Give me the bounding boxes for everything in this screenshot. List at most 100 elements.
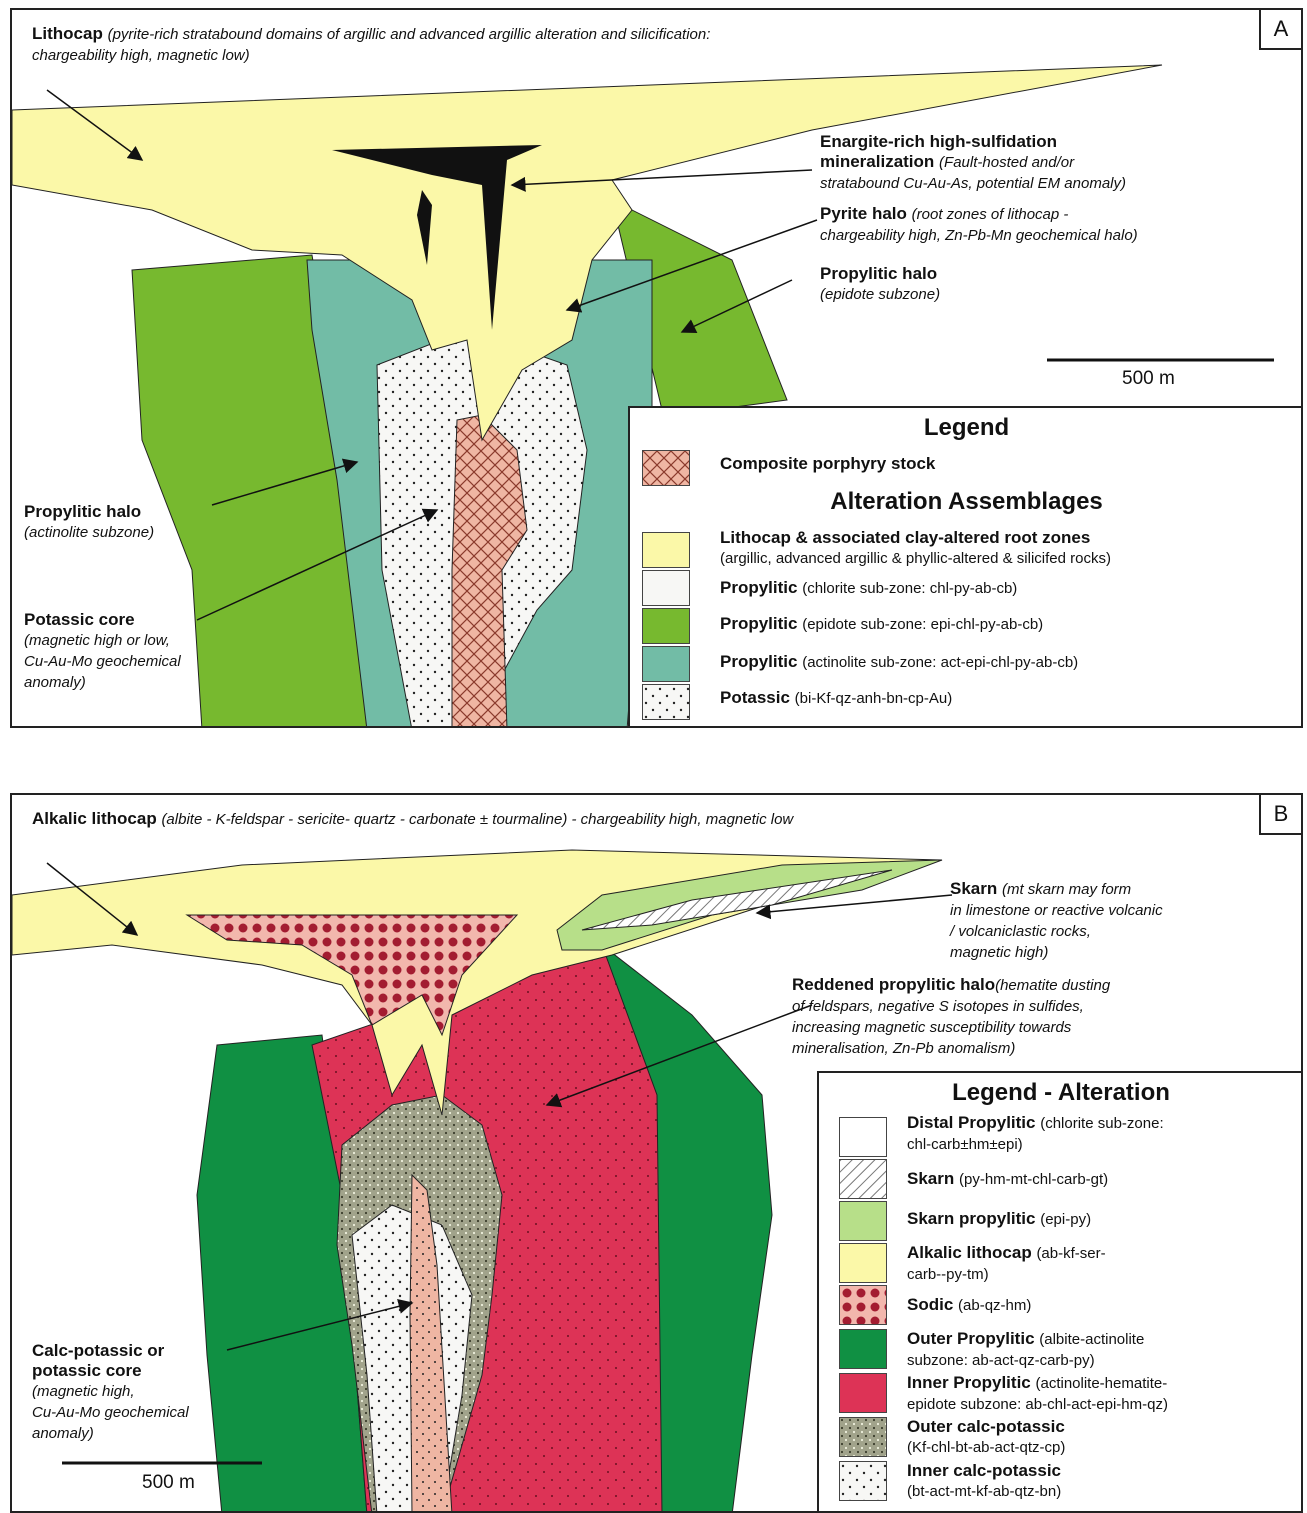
legend-b-row-name: Distal Propylitic xyxy=(907,1113,1035,1132)
legend-b-row-desc2: (Kf-chl-bt-ab-act-qtz-cp) xyxy=(907,1439,1065,1456)
legend-b-row-desc1: (ab-kf-ser- xyxy=(1036,1245,1105,1262)
skarn-desc-1: (mt skarn may form xyxy=(1002,881,1131,898)
core-label: Calc-potassic or potassic core (magnetic… xyxy=(32,1341,282,1444)
legend-b-row-name: Inner calc-potassic xyxy=(907,1461,1061,1480)
legend-b-row-name: Outer calc-potassic xyxy=(907,1417,1065,1436)
reddened-title: Reddened propylitic halo xyxy=(792,975,995,994)
legend-row-name: Propylitic xyxy=(720,652,797,671)
legend-b-row-desc2: (bt-act-mt-kf-ab-qtz-bn) xyxy=(907,1483,1061,1500)
legend-row-name: Propylitic xyxy=(720,578,797,597)
legend-b-row-desc2: subzone: ab-act-qz-carb-py) xyxy=(907,1352,1095,1369)
core-desc-1: (magnetic high, xyxy=(32,1383,135,1400)
swatch-porphyry xyxy=(642,450,690,486)
core-title-1: Calc-potassic or xyxy=(32,1341,164,1360)
scale-label-b: 500 m xyxy=(142,1472,195,1494)
core-title-2: potassic core xyxy=(32,1361,142,1380)
propylitic-halo-desc: (epidote subzone) xyxy=(820,286,940,303)
swatch-skarn xyxy=(839,1159,887,1199)
skarn-desc-2: in limestone or reactive volcanic xyxy=(950,902,1163,919)
legend-row-name: Propylitic xyxy=(720,614,797,633)
skarn-desc-3: / volcaniclastic rocks, xyxy=(950,923,1091,940)
enargite-label: Enargite-rich high-sulfidation mineraliz… xyxy=(820,132,1290,194)
reddened-desc-1: (hematite dusting xyxy=(995,977,1110,994)
potassic-desc-3: anomaly) xyxy=(24,674,86,691)
swatch-outer-calc-potassic xyxy=(839,1417,887,1457)
actinolite-halo-desc: (actinolite subzone) xyxy=(24,524,154,541)
enargite-desc-1: (Fault-hosted and/or xyxy=(939,154,1074,171)
legend-b-row-name: Inner Propylitic xyxy=(907,1373,1031,1392)
legend-b-row-desc1: (ab-qz-hm) xyxy=(958,1297,1031,1314)
pyrite-title: Pyrite halo xyxy=(820,204,907,223)
alkalic-title: Alkalic lithocap xyxy=(32,809,157,828)
legend-porphyry: Composite porphyry stock xyxy=(720,454,935,473)
swatch-inner-propylitic xyxy=(839,1373,887,1413)
reddened-desc-3: increasing magnetic susceptibility towar… xyxy=(792,1019,1071,1036)
enargite-title-1: Enargite-rich high-sulfidation xyxy=(820,132,1057,151)
alkalic-desc: (albite - K-feldspar - sericite- quartz … xyxy=(161,811,793,828)
legend-subtitle: Alteration Assemblages xyxy=(630,488,1303,516)
legend-b-row-desc1: (actinolite-hematite- xyxy=(1035,1375,1167,1392)
skarn-title: Skarn xyxy=(950,879,997,898)
legend-b-row-name: Alkalic lithocap xyxy=(907,1243,1032,1262)
swatch-epidote xyxy=(642,608,690,644)
scale-label: 500 m xyxy=(1122,368,1175,390)
skarn-desc-4: magnetic high) xyxy=(950,944,1048,961)
legend-b-row-desc1: (epi-py) xyxy=(1040,1211,1091,1228)
legend-b-row-desc2: carb--py-tm) xyxy=(907,1266,989,1283)
skarn-label: Skarn (mt skarn may form in limestone or… xyxy=(950,879,1270,963)
swatch-potassic xyxy=(642,684,690,720)
swatch-alkalic-lithocap xyxy=(839,1243,887,1283)
enargite-desc-2: stratabound Cu-Au-As, potential EM anoma… xyxy=(820,175,1126,192)
legend-b-row-name: Skarn xyxy=(907,1169,954,1188)
potassic-core-label: Potassic core (magnetic high or low, Cu-… xyxy=(24,610,284,693)
lithocap-desc-2: chargeability high, magnetic low) xyxy=(32,47,250,64)
swatch-inner-calc-potassic xyxy=(839,1461,887,1501)
swatch-sodic xyxy=(839,1285,887,1325)
pyrite-desc-1: (root zones of lithocap - xyxy=(912,206,1069,223)
legend-b-row-name: Sodic xyxy=(907,1295,953,1314)
legend-panel-b: Legend - Alteration Distal Propylitic (c… xyxy=(817,1071,1303,1513)
propylitic-halo-title: Propylitic halo xyxy=(820,264,937,283)
actinolite-halo-title: Propylitic halo xyxy=(24,502,141,521)
swatch-chlorite xyxy=(642,570,690,606)
pyrite-desc-2: chargeability high, Zn-Pb-Mn geochemical… xyxy=(820,227,1138,244)
legend-row-desc: (actinolite sub-zone: act-epi-chl-py-ab-… xyxy=(802,654,1078,671)
panel-b: B Alkalic lithocap (albite - K-feldspar … xyxy=(10,793,1303,1513)
legend-row-desc: (bi-Kf-qz-anh-bn-cp-Au) xyxy=(795,690,953,707)
legend-panel-a: Legend Composite porphyry stock Alterati… xyxy=(628,406,1303,728)
legend-b-row-desc1: (albite-actinolite xyxy=(1039,1331,1144,1348)
potassic-desc-1: (magnetic high or low, xyxy=(24,632,170,649)
legend-row-name: Lithocap & associated clay-altered root … xyxy=(720,528,1090,547)
swatch-skarn-propylitic xyxy=(839,1201,887,1241)
legend-b-row-desc2: chl-carb±hm±epi) xyxy=(907,1136,1023,1153)
legend-b-row-name: Skarn propylitic xyxy=(907,1209,1035,1228)
legend-b-title: Legend - Alteration xyxy=(819,1079,1303,1107)
reddened-halo-label: Reddened propylitic halo(hematite dustin… xyxy=(792,975,1282,1059)
lithocap-label: Lithocap (pyrite-rich stratabound domain… xyxy=(32,24,1232,66)
legend-title: Legend xyxy=(630,414,1303,442)
swatch-distal-propylitic xyxy=(839,1117,887,1157)
legend-b-row-desc1: (py-hm-mt-chl-carb-gt) xyxy=(959,1171,1108,1188)
potassic-title: Potassic core xyxy=(24,610,135,629)
legend-row-desc: (epidote sub-zone: epi-chl-py-ab-cb) xyxy=(802,616,1043,633)
legend-row-name: Potassic xyxy=(720,688,790,707)
propylitic-epidote-label: Propylitic halo (epidote subzone) xyxy=(820,264,1120,305)
core-desc-3: anomaly) xyxy=(32,1425,94,1442)
panel-label: A xyxy=(1259,10,1301,50)
legend-b-row-desc1: (chlorite sub-zone: xyxy=(1040,1115,1163,1132)
panel-a: A Lithocap (pyrite-rich stratabound doma… xyxy=(10,8,1303,728)
enargite-title-2: mineralization xyxy=(820,152,934,171)
reddened-desc-4: mineralisation, Zn-Pb anomalism) xyxy=(792,1040,1015,1057)
legend-row-desc: (argillic, advanced argillic & phyllic-a… xyxy=(720,550,1111,567)
legend-b-row-desc2: epidote subzone: ab-chl-act-epi-hm-qz) xyxy=(907,1396,1168,1413)
swatch-actinolite xyxy=(642,646,690,682)
alkalic-lithocap-label: Alkalic lithocap (albite - K-feldspar - … xyxy=(32,809,1232,830)
panel-label-b: B xyxy=(1259,795,1301,835)
legend-row-desc: (chlorite sub-zone: chl-py-ab-cb) xyxy=(802,580,1017,597)
swatch-lithocap xyxy=(642,532,690,568)
legend-b-row-name: Outer Propylitic xyxy=(907,1329,1035,1348)
lithocap-title: Lithocap xyxy=(32,24,103,43)
potassic-desc-2: Cu-Au-Mo geochemical xyxy=(24,653,181,670)
propylitic-actinolite-label: Propylitic halo (actinolite subzone) xyxy=(24,502,254,543)
pyrite-label: Pyrite halo (root zones of lithocap - ch… xyxy=(820,204,1290,246)
